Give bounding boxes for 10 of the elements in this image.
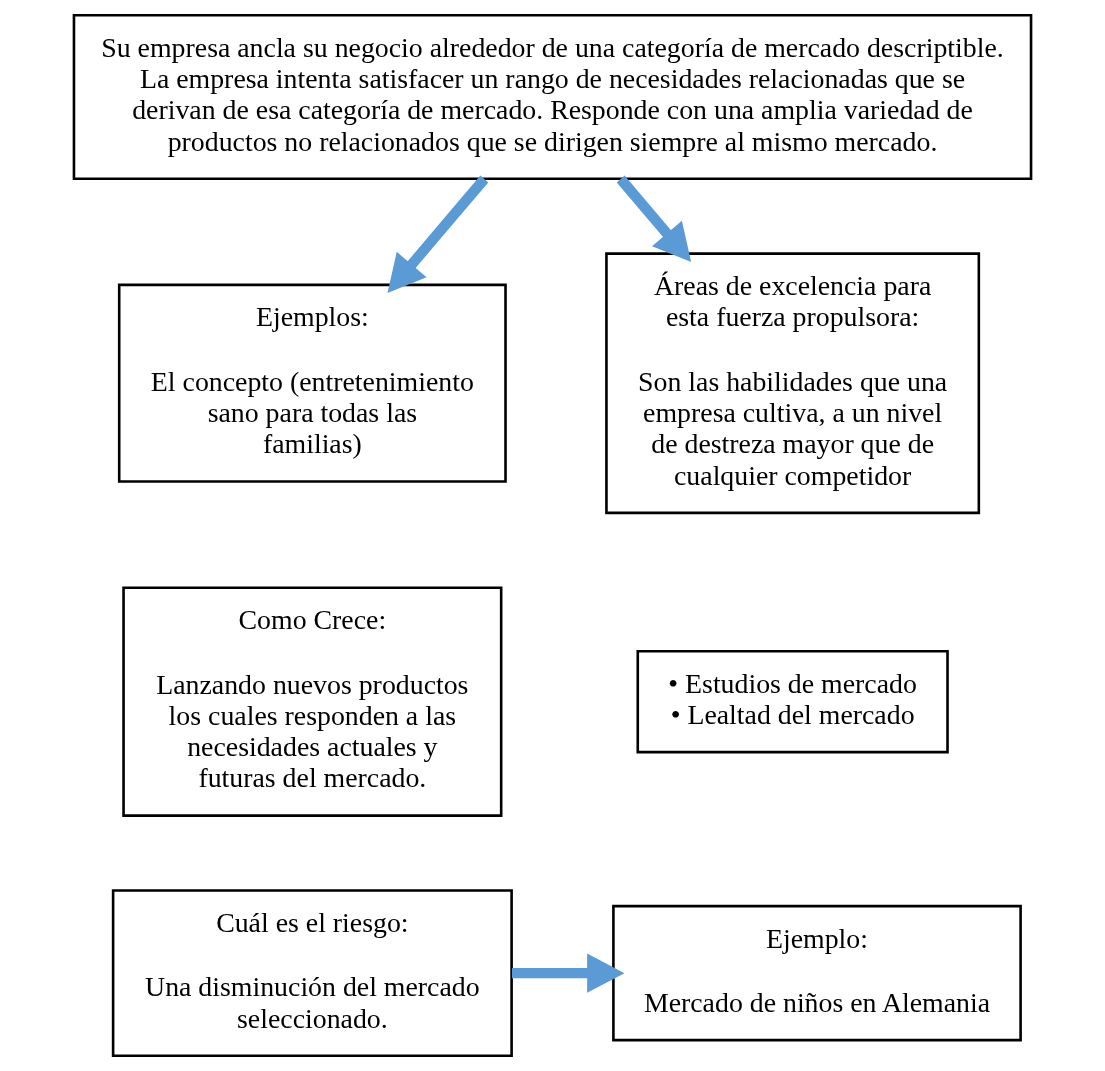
node-box: Su empresa ancla su negocio alrededor de una categoría de mercado descriptible. La empresa intenta satisfacer un rango de necesidades relacionadas que se derivan de esa categoría de mercado. Responde con una amplia variedad de productos no relacionados que se dirigen siempre al mismo mercado. [72,13,1033,181]
node-box: • Estudios de mercado • Lealtad del mercado [636,649,949,754]
node-box: Ejemplos: El concepto (entretenimiento sano para todas las familias) [117,283,507,483]
node-box: Como Crece: Lanzando nuevos productos los cuales responden a las necesidades actuales y futuras del mercado. [122,586,503,817]
arrow [387,175,489,293]
arrow [616,175,692,262]
node-box: Cuál es el riesgo: Una disminución del mercado seleccionado. [111,889,513,1058]
arrow [511,953,625,993]
node-box: Ejemplo: Mercado de niños en Alemania [612,904,1022,1042]
node-box: Áreas de excelencia para esta fuerza propulsora: Son las habilidades que una empresa cultiva, a un nivel de destreza mayor que de cualquier competidor [605,252,981,515]
